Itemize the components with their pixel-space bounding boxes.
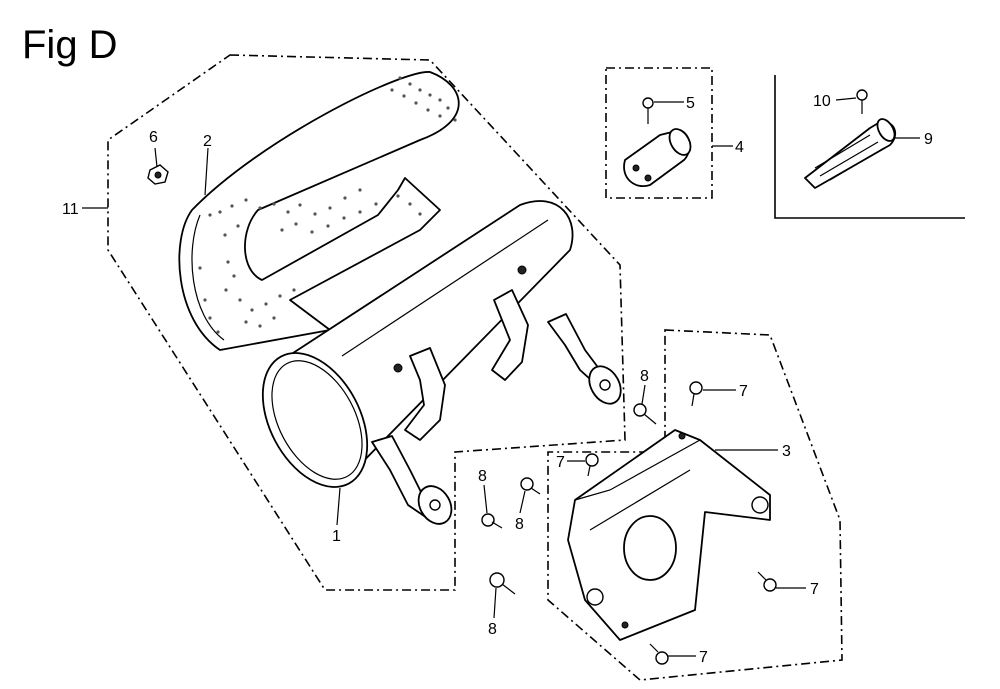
bolt-8-upper bbox=[633, 403, 657, 425]
callout-8-lower: 8 bbox=[488, 621, 497, 638]
callout-7-right: 7 bbox=[810, 581, 819, 598]
callout-2: 2 bbox=[203, 133, 212, 150]
muffler-protector bbox=[178, 71, 460, 351]
callout-7-mid: 7 bbox=[556, 454, 565, 471]
spark-arrester-assembly bbox=[623, 97, 692, 187]
muffler-stay bbox=[567, 429, 771, 641]
figure-title: Fig D bbox=[22, 23, 118, 67]
bolt-8-mid-left bbox=[481, 513, 503, 529]
callout-7-top: 7 bbox=[739, 383, 748, 400]
bolt-8-lower bbox=[489, 572, 516, 595]
callout-10: 10 bbox=[813, 93, 831, 110]
bolt-8-mid-right bbox=[520, 477, 541, 495]
spark-arrester-4-outline bbox=[605, 67, 713, 199]
callout-5: 5 bbox=[686, 95, 695, 112]
callout-9: 9 bbox=[924, 131, 933, 148]
screw-10 bbox=[856, 89, 868, 114]
bolt-7-top bbox=[689, 381, 703, 407]
screw-5 bbox=[642, 97, 654, 124]
callout-1: 1 bbox=[332, 528, 341, 545]
perforation-pattern bbox=[198, 76, 457, 334]
bolt-7-bottom bbox=[649, 643, 669, 665]
muffler bbox=[261, 200, 622, 525]
callout-8-upper: 8 bbox=[640, 368, 649, 385]
spark-arrester bbox=[804, 89, 897, 189]
callout-labels: 1 2 3 4 5 6 7 7 7 7 8 8 8 8 9 10 11 bbox=[62, 93, 933, 666]
callout-8-mid-right: 8 bbox=[515, 516, 524, 533]
protector-3-outline bbox=[547, 329, 843, 681]
callout-8-mid-left: 8 bbox=[478, 468, 487, 485]
callout-7-bottom: 7 bbox=[699, 649, 708, 666]
nut-6 bbox=[147, 164, 169, 185]
callout-4: 4 bbox=[735, 139, 744, 156]
callout-3: 3 bbox=[782, 443, 791, 460]
bolt-7-mid bbox=[585, 453, 599, 477]
callout-6: 6 bbox=[149, 129, 158, 146]
leader-lines bbox=[82, 97, 920, 657]
spark-arrester-9-outline bbox=[774, 75, 965, 219]
bolt-7-right bbox=[757, 571, 777, 592]
assembly-11-outline bbox=[107, 54, 626, 591]
callout-11: 11 bbox=[62, 201, 79, 218]
